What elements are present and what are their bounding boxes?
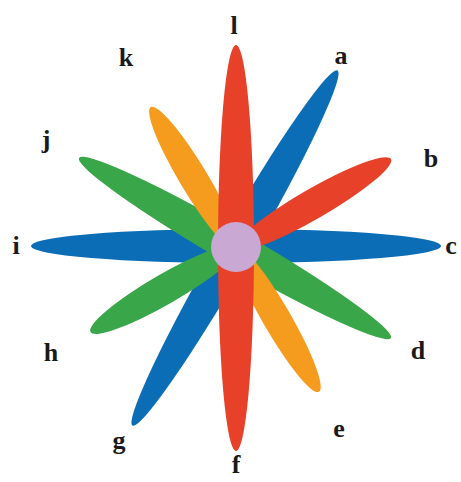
position-letter: i bbox=[12, 233, 19, 259]
position-letter: j bbox=[42, 127, 51, 153]
position-letter: a bbox=[335, 43, 348, 69]
position-letter: h bbox=[44, 340, 58, 366]
position-letter: f bbox=[232, 452, 241, 478]
position-letter: c bbox=[445, 233, 457, 259]
flower-center bbox=[211, 222, 261, 272]
position-letter: e bbox=[333, 416, 345, 442]
position-letter: k bbox=[119, 45, 133, 71]
position-letter: b bbox=[424, 146, 438, 172]
position-letter: d bbox=[411, 338, 425, 364]
position-letter: l bbox=[230, 13, 237, 39]
position-letter: g bbox=[113, 428, 126, 454]
